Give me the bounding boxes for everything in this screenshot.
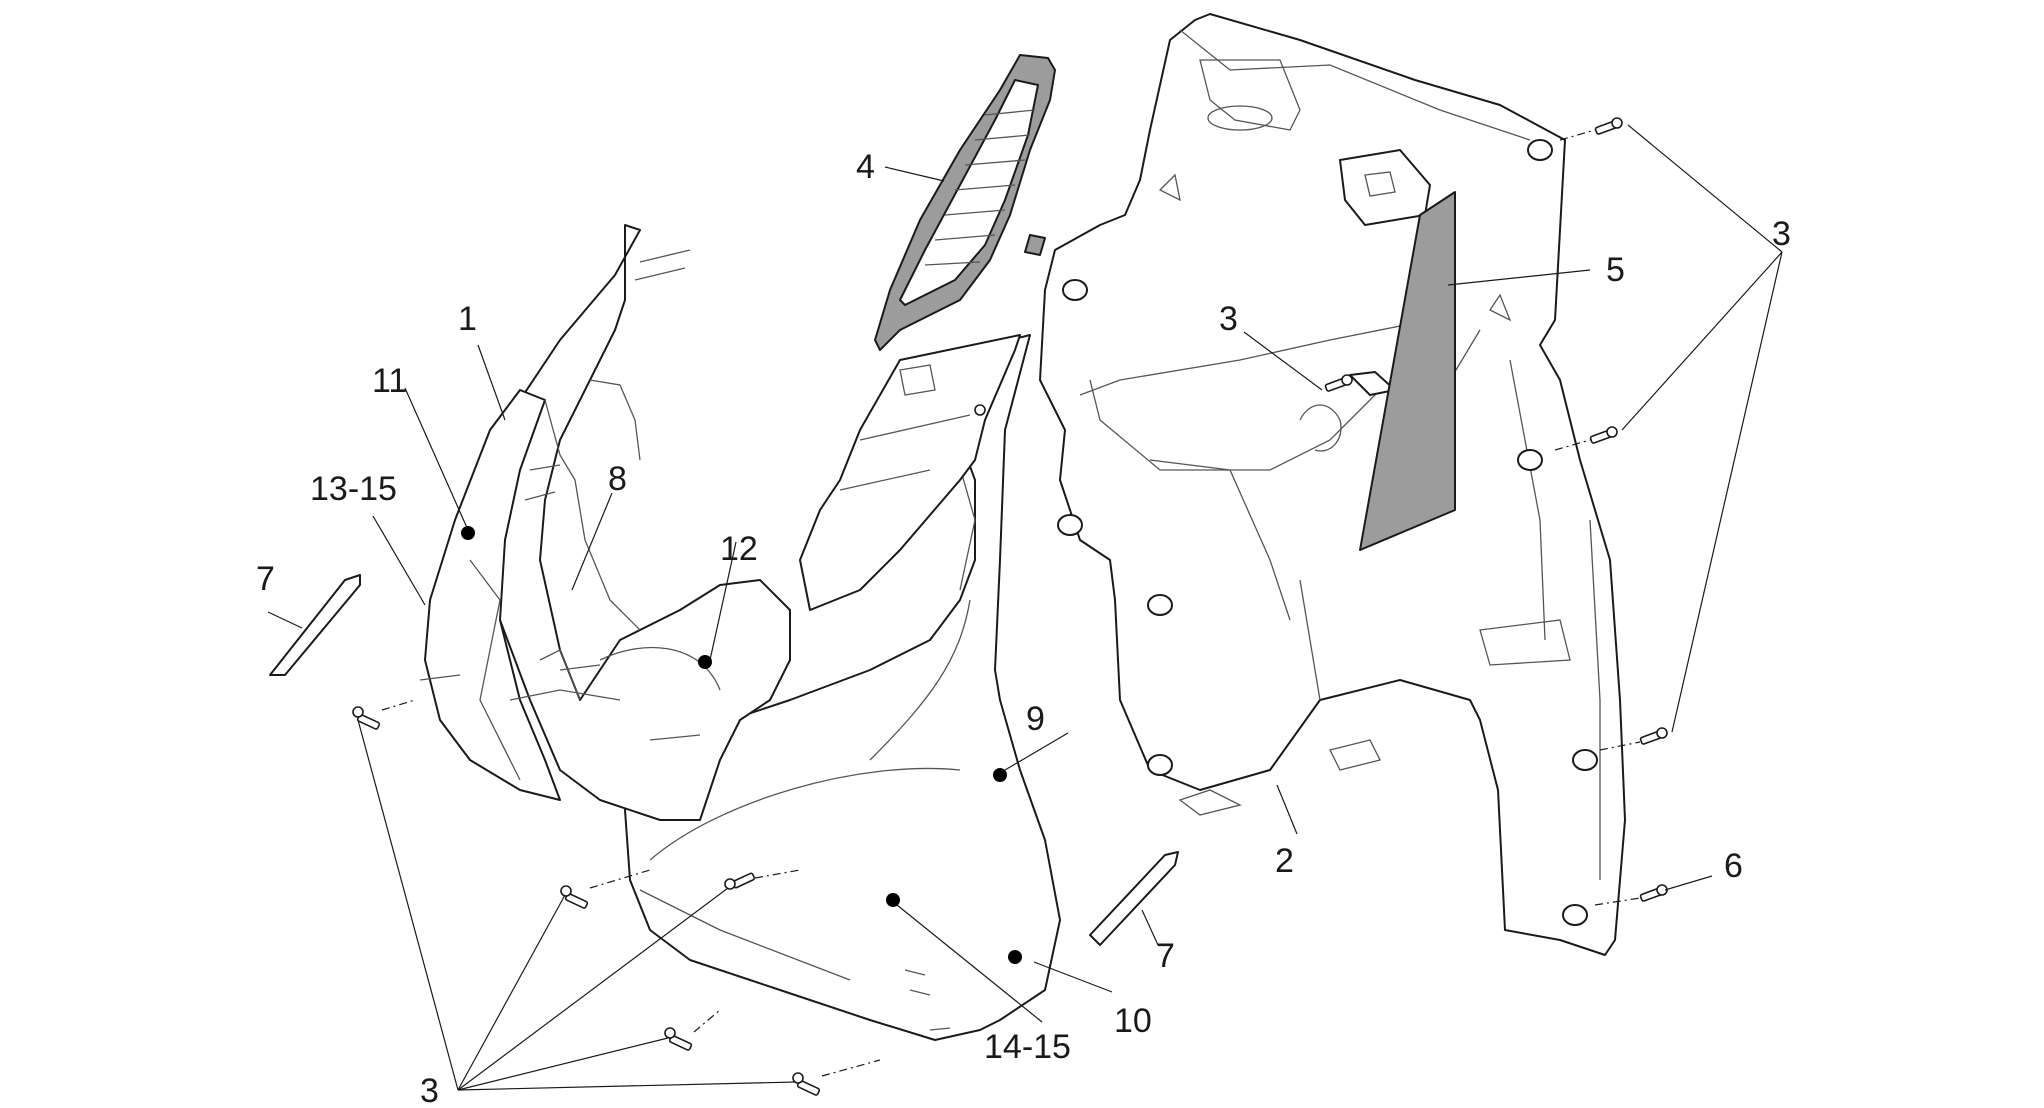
screw-icon bbox=[1324, 374, 1353, 392]
label-14-15: 14-15 bbox=[984, 1028, 1071, 1066]
callout-dots bbox=[461, 526, 1022, 964]
label-3-right: 3 bbox=[1772, 215, 1791, 253]
label-12: 12 bbox=[720, 530, 758, 568]
part-5-pad bbox=[1359, 191, 1456, 551]
label-9: 9 bbox=[1026, 700, 1045, 738]
screw-icon bbox=[1594, 117, 1623, 135]
label-7-right: 7 bbox=[1156, 937, 1175, 975]
screw-icon bbox=[560, 885, 589, 909]
label-4: 4 bbox=[856, 148, 875, 186]
part-4-grille bbox=[874, 54, 1056, 351]
mounting-bosses bbox=[1057, 139, 1598, 926]
part-7-trim-left bbox=[269, 574, 361, 676]
label-2: 2 bbox=[1275, 842, 1294, 880]
label-11: 11 bbox=[372, 362, 407, 400]
part-12-upper-panel bbox=[799, 334, 1021, 611]
label-3-middle: 3 bbox=[1219, 300, 1238, 338]
leader-lines bbox=[267, 124, 1783, 1091]
part-1-front-fairing bbox=[419, 224, 791, 821]
part-labels: 1 11 13-15 8 12 7 4 5 3 3 9 2 6 7 10 14-… bbox=[256, 148, 1791, 1108]
label-8: 8 bbox=[608, 460, 627, 498]
assembly-centerlines bbox=[381, 129, 1641, 1077]
screw-icon bbox=[724, 872, 756, 890]
label-7-left: 7 bbox=[256, 560, 275, 598]
label-1: 1 bbox=[458, 300, 477, 338]
screw-icon bbox=[352, 706, 381, 730]
screws bbox=[352, 117, 1668, 1096]
label-10: 10 bbox=[1114, 1002, 1152, 1040]
screw-icon bbox=[664, 1027, 693, 1051]
screw-icon bbox=[1639, 884, 1668, 902]
screw-icon bbox=[792, 1072, 821, 1096]
part-9-front-shield bbox=[624, 334, 1061, 1041]
label-5: 5 bbox=[1606, 251, 1625, 289]
part-2-inner-shield bbox=[1039, 13, 1626, 956]
label-13-15: 13-15 bbox=[310, 470, 397, 508]
label-3-bottom: 3 bbox=[420, 1072, 439, 1108]
screw-icon bbox=[1639, 727, 1668, 745]
screw-icon bbox=[1589, 426, 1618, 444]
label-6: 6 bbox=[1724, 847, 1743, 885]
part-7-trim-right bbox=[1089, 851, 1179, 946]
